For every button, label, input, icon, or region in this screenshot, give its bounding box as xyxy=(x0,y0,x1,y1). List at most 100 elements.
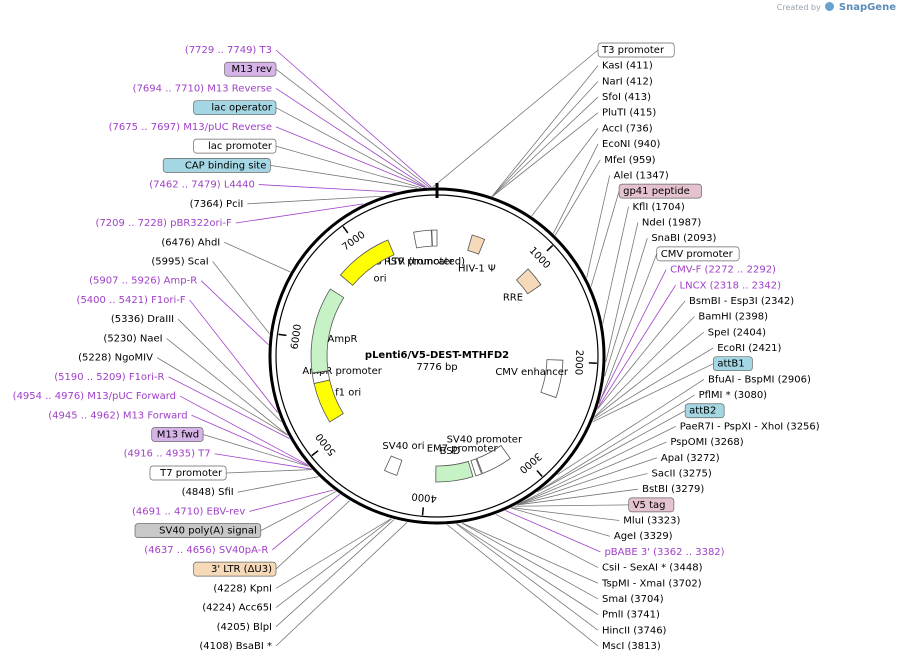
map-label-bsmbi-esp3i-2342[interactable]: BsmBI - Esp3I (2342) xyxy=(689,296,794,307)
map-label-5995-scai[interactable]: (5995) ScaI xyxy=(151,256,208,267)
map-label-m13-fwd[interactable]: M13 fwd xyxy=(151,427,204,442)
map-label-4224-acc65i[interactable]: (4224) Acc65I xyxy=(202,603,272,614)
map-label-lncx-2318-2342[interactable]: LNCX (2318 .. 2342) xyxy=(680,280,782,291)
map-label-text: 3' LTR (ΔU3) xyxy=(211,564,272,575)
map-label-box xyxy=(628,497,675,513)
map-label-smai-3704[interactable]: SmaI (3704) xyxy=(602,594,664,605)
feature-ampr-promoter[interactable]: AmpR promoter xyxy=(302,366,383,384)
map-label-4945-4962-m13-forward[interactable]: (4945 .. 4962) M13 Forward xyxy=(48,410,187,421)
map-label-tspmi-xmai-3702[interactable]: TspMI - XmaI (3702) xyxy=(601,578,702,589)
map-label-pluti-415[interactable]: PluTI (415) xyxy=(602,108,656,119)
map-label-attb1[interactable]: attB1 xyxy=(713,356,753,372)
map-label-mlui-3323[interactable]: MluI (3323) xyxy=(623,516,680,527)
feature-em7-promoter[interactable]: EM7 promoter xyxy=(427,444,499,477)
map-label-cmv-f-2272-2292[interactable]: CMV-F (2272 .. 2292) xyxy=(670,265,776,276)
map-label-6476-ahdi[interactable]: (6476) AhdI xyxy=(161,237,220,248)
map-label-kfli-1704[interactable]: KflI (1704) xyxy=(633,202,685,213)
feature-hiv-1[interactable]: HIV-1 Ψ xyxy=(458,234,496,275)
feature-sv40-promoter[interactable]: SV40 promoter xyxy=(447,435,523,474)
feature-5-ltr-truncated[interactable]: 5' LTR (truncated) xyxy=(376,229,465,267)
map-label-ecori-2421[interactable]: EcoRI (2421) xyxy=(717,343,781,354)
map-label-4848-sfii[interactable]: (4848) SfiI xyxy=(182,487,234,498)
map-label-cap-binding-site[interactable]: CAP binding site xyxy=(162,158,271,173)
map-label-5230-naei[interactable]: (5230) NaeI xyxy=(103,333,162,344)
map-label-agei-3329[interactable]: AgeI (3329) xyxy=(614,531,673,542)
map-label-alei-1347[interactable]: AleI (1347) xyxy=(614,170,669,181)
map-label-pflmi-3080[interactable]: PflMI * (3080) xyxy=(699,390,768,401)
map-label-pmli-3741[interactable]: PmlI (3741) xyxy=(602,610,660,621)
map-label-bfuai-bspmi-2906[interactable]: BfuAI - BspMI (2906) xyxy=(708,374,811,385)
map-label-5907-5926-amp-r[interactable]: (5907 .. 5926) Amp-R xyxy=(89,276,197,287)
map-label-lac-operator[interactable]: lac operator xyxy=(193,100,277,116)
map-label-4228-kpni[interactable]: (4228) KpnI xyxy=(213,583,272,594)
map-label-snabi-2093[interactable]: SnaBI (2093) xyxy=(651,233,716,244)
map-label-spei-2404[interactable]: SpeI (2404) xyxy=(708,327,766,338)
map-label-box xyxy=(618,183,702,199)
map-label-acci-736[interactable]: AccI (736) xyxy=(602,123,653,134)
leader-line xyxy=(505,510,601,553)
map-label-text: PspOMI (3268) xyxy=(670,437,743,448)
map-label-gp41-peptide[interactable]: gp41 peptide xyxy=(618,183,702,199)
feature-sv40-ori[interactable]: SV40 ori xyxy=(382,441,424,476)
feature-cmv-enhancer[interactable]: CMV enhancer xyxy=(495,359,569,399)
feature-shape xyxy=(413,229,433,249)
map-label-csii-sexai-3448[interactable]: CsiI - SexAI * (3448) xyxy=(602,563,703,574)
feature-ampr[interactable]: AmpR xyxy=(310,288,358,374)
map-label-econi-940[interactable]: EcoNI (940) xyxy=(602,139,661,150)
map-label-paer7i-pspxi-xhoi-3256[interactable]: PaeR7I - PspXI - XhoI (3256) xyxy=(680,421,820,432)
map-label-3-ltr-u3[interactable]: 3' LTR (ΔU3) xyxy=(193,561,277,577)
leader-line xyxy=(275,68,430,188)
feature-ori[interactable]: ori xyxy=(339,239,395,286)
map-label-4916-4935-t7[interactable]: (4916 .. 4935) T7 xyxy=(124,449,211,460)
map-label-t3-promoter[interactable]: T3 promoter xyxy=(597,42,675,58)
map-label-text: T7 promoter xyxy=(159,468,223,479)
map-label-text: NdeI (1987) xyxy=(642,218,701,229)
map-label-nari-412[interactable]: NarI (412) xyxy=(602,76,653,87)
map-label-ndei-1987[interactable]: NdeI (1987) xyxy=(642,218,701,229)
leader-line xyxy=(495,514,599,568)
leader-line xyxy=(590,191,620,287)
map-label-pbabe-3-3362-3382[interactable]: pBABE 3' (3362 .. 3382) xyxy=(604,547,724,558)
map-label-hincii-3746[interactable]: HincII (3746) xyxy=(602,625,667,636)
feature-rre[interactable]: RRE xyxy=(503,268,542,303)
leader-line xyxy=(275,126,425,188)
map-label-7729-7749-t3[interactable]: (7729 .. 7749) T3 xyxy=(185,45,272,56)
map-label-kasi-411[interactable]: KasI (411) xyxy=(602,61,653,72)
feature-shape xyxy=(476,444,511,474)
map-label-lac-promoter[interactable]: lac promoter xyxy=(193,138,277,154)
map-label-5228-ngomiv[interactable]: (5228) NgoMIV xyxy=(78,353,153,364)
map-label-7209-7228-pbr322ori-f[interactable]: (7209 .. 7228) pBR322ori-F xyxy=(96,218,232,229)
map-label-4108-bsabi[interactable]: (4108) BsaBI * xyxy=(199,641,272,652)
map-label-sfoi-413[interactable]: SfoI (413) xyxy=(602,92,651,103)
map-label-bamhi-2398[interactable]: BamHI (2398) xyxy=(698,312,768,323)
map-label-sacii-3275[interactable]: SacII (3275) xyxy=(652,468,712,479)
map-label-4205-blpi[interactable]: (4205) BlpI xyxy=(217,622,272,633)
map-label-pspomi-3268[interactable]: PspOMI (3268) xyxy=(670,437,743,448)
feature-f1-ori[interactable]: f1 ori xyxy=(313,379,361,423)
map-label-msci-3813[interactable]: MscI (3813) xyxy=(602,641,661,652)
map-label-mfei-959[interactable]: MfeI (959) xyxy=(604,155,655,166)
map-label-7364-pcii[interactable]: (7364) PciI xyxy=(190,199,244,210)
feature-bsd[interactable]: BSD xyxy=(435,446,474,483)
map-label-text: PflMI * (3080) xyxy=(699,390,768,401)
map-label-v5-tag[interactable]: V5 tag xyxy=(628,497,675,513)
map-label-attb2[interactable]: attB2 xyxy=(684,403,725,419)
map-label-bstbi-3279[interactable]: BstBI (3279) xyxy=(642,484,704,495)
map-label-sv40-poly-a-signal[interactable]: SV40 poly(A) signal xyxy=(134,523,262,538)
feature-label: AmpR xyxy=(328,334,358,345)
leader-line xyxy=(168,376,290,439)
map-label-5190-5209-f1ori-r[interactable]: (5190 .. 5209) F1ori-R xyxy=(54,372,164,383)
map-label-apai-3272[interactable]: ApaI (3272) xyxy=(661,453,720,464)
map-label-5400-5421-f1ori-f[interactable]: (5400 .. 5421) F1ori-F xyxy=(77,295,186,306)
map-label-7675-7697-m13-puc-reverse[interactable]: (7675 .. 7697) M13/pUC Reverse xyxy=(109,122,272,133)
map-label-cmv-promoter[interactable]: CMV promoter xyxy=(656,246,740,262)
map-label-m13-rev[interactable]: M13 rev xyxy=(224,61,277,77)
feature-rsv-promoter[interactable]: RSV promoter xyxy=(384,229,455,268)
map-label-4691-4710-ebv-rev[interactable]: (4691 .. 4710) EBV-rev xyxy=(132,506,245,517)
map-label-4637-4656-sv40pa-r[interactable]: (4637 .. 4656) SV40pA-R xyxy=(144,545,268,556)
map-label-5336-draiii[interactable]: (5336) DraIII xyxy=(111,314,174,325)
map-label-4954-4976-m13-puc-forward[interactable]: (4954 .. 4976) M13/pUC Forward xyxy=(13,391,176,402)
map-label-7462-7479-l4440[interactable]: (7462 .. 7479) L4440 xyxy=(149,180,255,191)
map-label-t7-promoter[interactable]: T7 promoter xyxy=(149,465,227,481)
map-label-7694-7710-m13-reverse[interactable]: (7694 .. 7710) M13 Reverse xyxy=(133,83,272,94)
